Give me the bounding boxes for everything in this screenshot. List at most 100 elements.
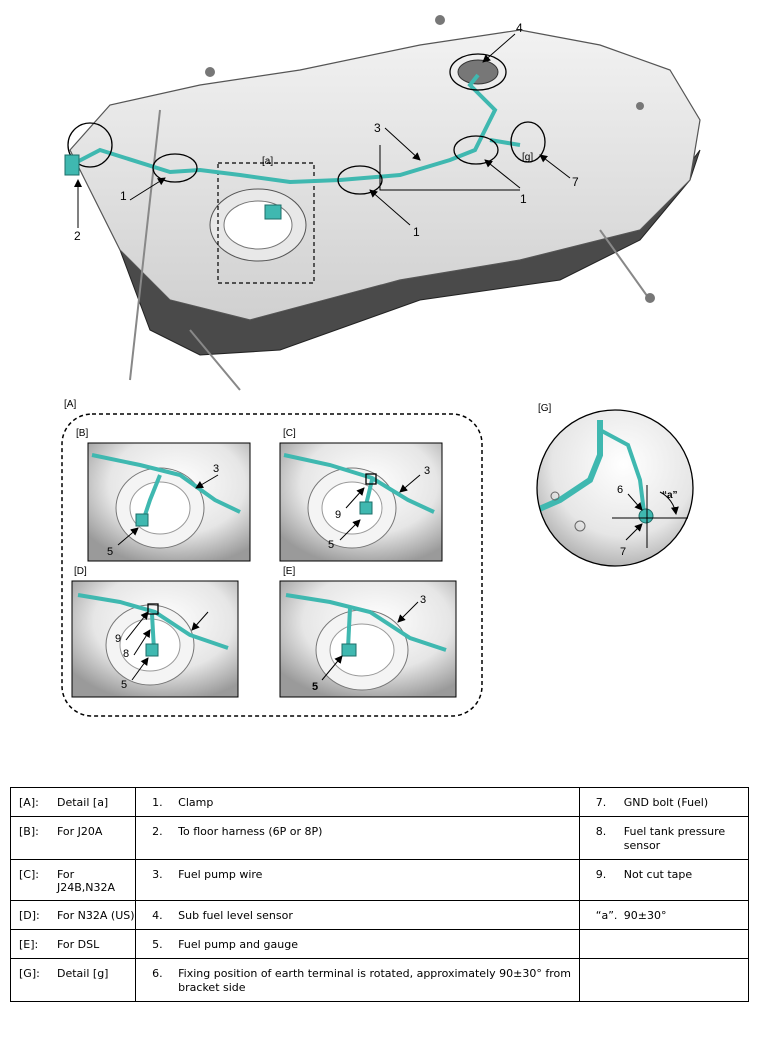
legend-row: [G]:Detail [g] 6. Fixing position of earth… [9, 958, 750, 1002]
legend-key: 5. [152, 938, 163, 951]
panel-c: [C] 3 9 5 [279, 428, 443, 562]
legend-cell: 4. Sub fuel level sensor [135, 900, 580, 930]
legend-key: [D]: [19, 909, 40, 922]
leader-lines [74, 33, 571, 228]
legend-key: [C]: [19, 868, 39, 881]
legend-text: For N32A (US) [57, 909, 135, 922]
panel-d-callout-9: 9 [115, 633, 121, 645]
legend-text: Fuel pump and gauge [178, 938, 298, 951]
panel-e-callout-3: 3 [420, 594, 426, 606]
legend-cell: 7. GND bolt (Fuel) [578, 787, 750, 817]
legend-key: 6. [152, 967, 163, 980]
panel-c-callout-5: 5 [328, 539, 334, 551]
legend-cell: 1. Clamp [135, 787, 580, 817]
panel-e-label: [E] [283, 566, 295, 577]
callout-1c: 1 [520, 192, 527, 206]
legend-text: For J20A [57, 825, 103, 838]
fuel-tank-main-view: 1 1 1 2 3 4 7 [a] [g] [64, 15, 701, 391]
legend-cell: [A]: Detail [a] [9, 787, 137, 817]
panel-b: [B] 3 5 [76, 428, 251, 562]
detail-g-angle-label: “a” [662, 490, 678, 501]
legend-key: [G]: [19, 967, 40, 980]
legend-row: [C]: For J24B,N32A 3. Fuel pump wire 9. Not c… [9, 859, 750, 901]
sub-fuel-level-sensor [457, 59, 499, 85]
callout-3: 3 [374, 121, 381, 135]
floor-harness-connector [64, 154, 80, 176]
legend-text: 90±30° [623, 909, 667, 922]
legend-cell: [D]: For N32A (US) [9, 900, 137, 930]
panel-d: [D] 9 8 5 [71, 566, 239, 698]
legend-key: 1. [152, 796, 163, 809]
legend-cell: 5. Fuel pump and gauge [135, 929, 580, 959]
legend-key: [B]: [19, 825, 39, 838]
legend-text: Detail [a] [57, 796, 109, 809]
panel-d-label: [D] [74, 566, 87, 577]
panel-c-callout-3: 3 [424, 465, 430, 477]
legend-cell [578, 929, 750, 959]
frame-rail [129, 109, 651, 391]
legend-text: To floor harness (6P or 8P) [178, 825, 323, 838]
fuel-pump-wire-harness [74, 73, 521, 185]
legend-row: [B]: For J20A 2. To floor harness (6P or 8P… [9, 816, 750, 860]
panel-e-callout-5: 5 [312, 681, 318, 693]
detail-a-box [217, 162, 315, 284]
legend-table: [A]: Detail [a] 1. Clamp 7. GND bolt (Fuel) [B… [9, 787, 750, 1002]
legend-cell: [E]: For DSL [9, 929, 137, 959]
legend-text: Fixing position of earth terminal is rot… [178, 967, 571, 994]
legend-text: Not cut tape [623, 868, 693, 881]
floor-harness-connector-circle [67, 122, 113, 168]
fuel-pump-connector [264, 204, 282, 220]
panel-b-callout-3: 3 [213, 463, 219, 475]
detail-g-view-label: [G] [538, 403, 552, 414]
sub-sensor-circle [449, 53, 507, 91]
detail-g-label: [g] [522, 152, 533, 163]
callout-1a: 1 [120, 189, 127, 203]
legend-text: Clamp [178, 796, 214, 809]
legend-text: Fuel pump wire [178, 868, 263, 881]
legend-key: 9. [595, 868, 607, 881]
clamp-markers [152, 135, 499, 195]
panel-d-callout-5: 5 [121, 679, 127, 691]
panel-c-label: [C] [283, 428, 296, 439]
legend-key: 7. [595, 796, 607, 809]
legend-text: For DSL [57, 938, 100, 951]
legend-cell [578, 958, 750, 1002]
detail-g-callout-7: 7 [620, 546, 626, 558]
mounting-bolts [205, 15, 655, 303]
legend-key: 4. [152, 909, 163, 922]
legend-text: For J24B,N32A [57, 868, 116, 894]
panel-e: [E] 3 5 [279, 566, 457, 698]
panel-b-callout-5: 5 [107, 546, 113, 558]
legend-cell: [G]:Detail [g] [9, 958, 137, 1002]
panel-d-callout-8: 8 [123, 648, 129, 660]
legend-key: [A]: [19, 796, 39, 809]
callout-1b: 1 [413, 225, 420, 239]
panel-b-label: [B] [76, 428, 88, 439]
legend-key: 3. [152, 868, 163, 881]
callout-4: 4 [516, 21, 523, 35]
legend-text: GND bolt (Fuel) [623, 796, 709, 809]
callout-7: 7 [572, 175, 579, 189]
legend-key: 8. [595, 825, 607, 838]
legend-text: Sub fuel level sensor [178, 909, 293, 922]
detail-a-label: [a] [262, 156, 273, 167]
legend-cell: 6. Fixing position of earth terminal is r… [135, 958, 580, 1002]
legend-row: [D]: For N32A (US) 4. Sub fuel level sensor… [9, 900, 750, 930]
group-a-label: [A] [64, 399, 76, 410]
panel-c-callout-9: 9 [335, 509, 341, 521]
legend-cell: 9. Not cut tape [578, 859, 750, 901]
legend-key: 2. [152, 825, 163, 838]
detail-g-view: [G] 6 7 “a” [536, 403, 694, 567]
legend-key: “a”. [595, 909, 618, 922]
detail-a-group-frame [61, 413, 483, 717]
legend-cell: 3. Fuel pump wire [135, 859, 580, 901]
callout-2: 2 [74, 229, 81, 243]
legend-cell: 2. To floor harness (6P or 8P) [135, 816, 580, 860]
legend-row: [A]: Detail [a] 1. Clamp 7. GND bolt (Fuel) [9, 787, 750, 817]
legend-cell: 8.Fuel tank pressure sensor [578, 816, 750, 860]
legend-key: [E]: [19, 938, 39, 951]
fuel-tank-diagram: 1 1 1 2 3 4 7 [a] [g] [A] [B] 3 5 [C] [61, 15, 701, 717]
detail-g-callout-6: 6 [617, 484, 623, 496]
legend-cell: [B]: For J20A [9, 816, 137, 860]
legend-row: [E]: For DSL 5. Fuel pump and gauge [9, 929, 750, 959]
